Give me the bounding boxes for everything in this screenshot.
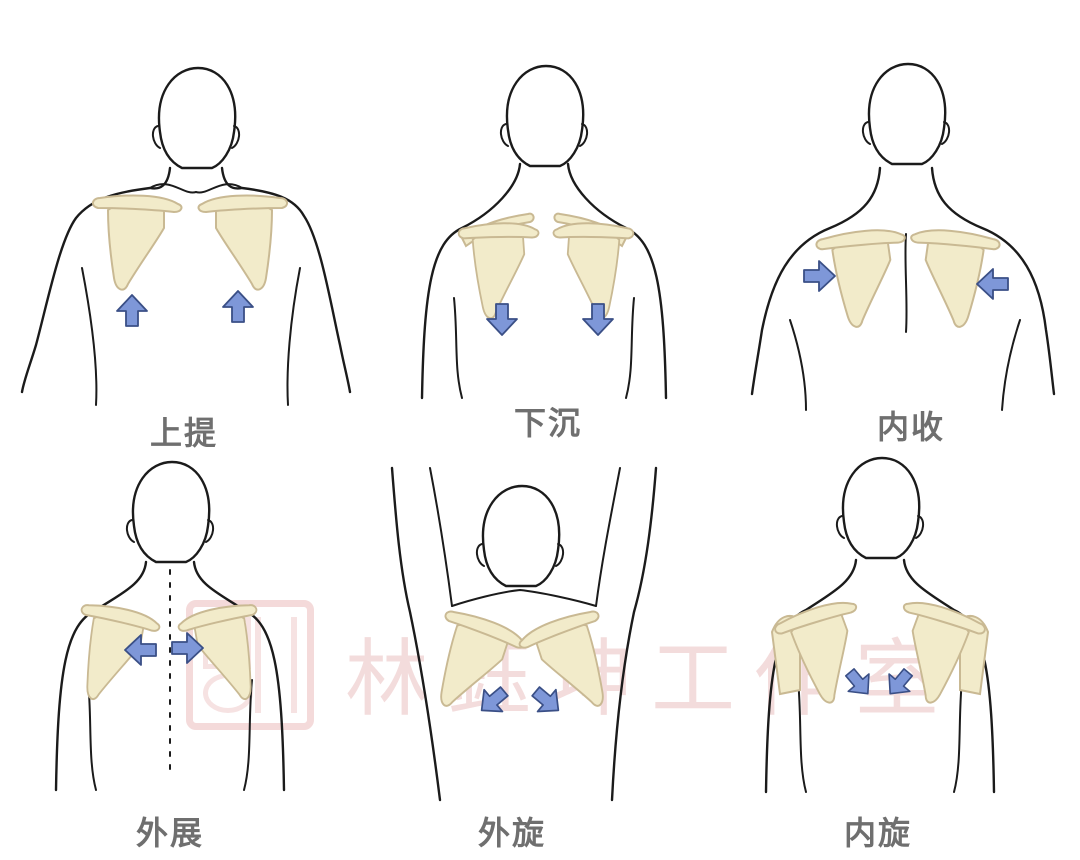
left-raised-arm-inner	[429, 467, 453, 607]
right-scapula	[902, 601, 986, 704]
head-outline	[500, 64, 588, 168]
right-arrow-icon	[171, 632, 204, 664]
left-arrow-icon	[124, 634, 157, 666]
panel-protraction	[54, 460, 286, 792]
left-shoulder-outline	[20, 166, 172, 394]
label-depression: 下沉	[513, 404, 582, 442]
panel-upward-rotation	[390, 466, 658, 802]
label-downward-rotation: 内旋	[843, 814, 912, 852]
right-scapula	[518, 610, 604, 707]
left-scapula	[440, 610, 526, 707]
head-outline	[476, 484, 564, 588]
right-scapula	[910, 229, 1001, 328]
head-outline	[836, 456, 924, 560]
curved-arrow-icon-left	[480, 686, 509, 713]
curved-arrow-icon-right	[531, 686, 560, 713]
label-retraction: 内收	[876, 408, 945, 446]
right-raised-arm-outer	[610, 466, 658, 802]
left-raised-arm-outer	[390, 466, 442, 802]
label-upward-rotation: 外旋	[477, 814, 546, 852]
panel-depression	[420, 64, 668, 400]
right-arrow-icon-left	[803, 260, 836, 292]
right-scapula	[552, 222, 635, 320]
torso-outline	[420, 162, 668, 400]
left-scapula	[815, 229, 906, 328]
left-scapula	[80, 604, 161, 701]
down-arrow-icon-right	[582, 303, 614, 336]
head-outline	[126, 460, 214, 564]
right-scapula	[197, 194, 288, 291]
label-elevation: 上提	[149, 414, 218, 452]
head-outline	[152, 66, 240, 170]
left-scapula	[92, 194, 183, 291]
spine-line	[904, 233, 908, 333]
left-arm-inner	[81, 267, 98, 406]
curved-arrow-icon-right	[888, 668, 914, 695]
up-arrow-icon-left	[116, 294, 148, 327]
right-scapula	[177, 604, 258, 701]
head-outline	[862, 62, 950, 166]
right-raised-arm-inner	[595, 467, 621, 607]
left-shoulder-outline	[750, 166, 882, 396]
shoulder-line	[451, 589, 597, 607]
right-arm-inner	[1001, 319, 1021, 411]
curved-arrow-icon-left	[844, 668, 870, 695]
label-protraction: 外展	[135, 814, 204, 852]
left-scapula	[774, 601, 858, 704]
left-arm-inner	[789, 319, 807, 411]
panel-downward-rotation	[764, 456, 996, 794]
right-shoulder-outline	[930, 166, 1056, 396]
down-arrow-icon-left	[486, 303, 518, 336]
right-shoulder-outline	[220, 166, 352, 394]
panel-elevation	[20, 66, 352, 406]
neck-trapezius	[149, 183, 243, 194]
panel-retraction	[750, 62, 1056, 411]
left-arrow-icon-right	[976, 268, 1009, 300]
up-arrow-icon-right	[222, 290, 254, 323]
left-scapula	[457, 222, 540, 320]
right-arm-inner	[286, 267, 301, 406]
